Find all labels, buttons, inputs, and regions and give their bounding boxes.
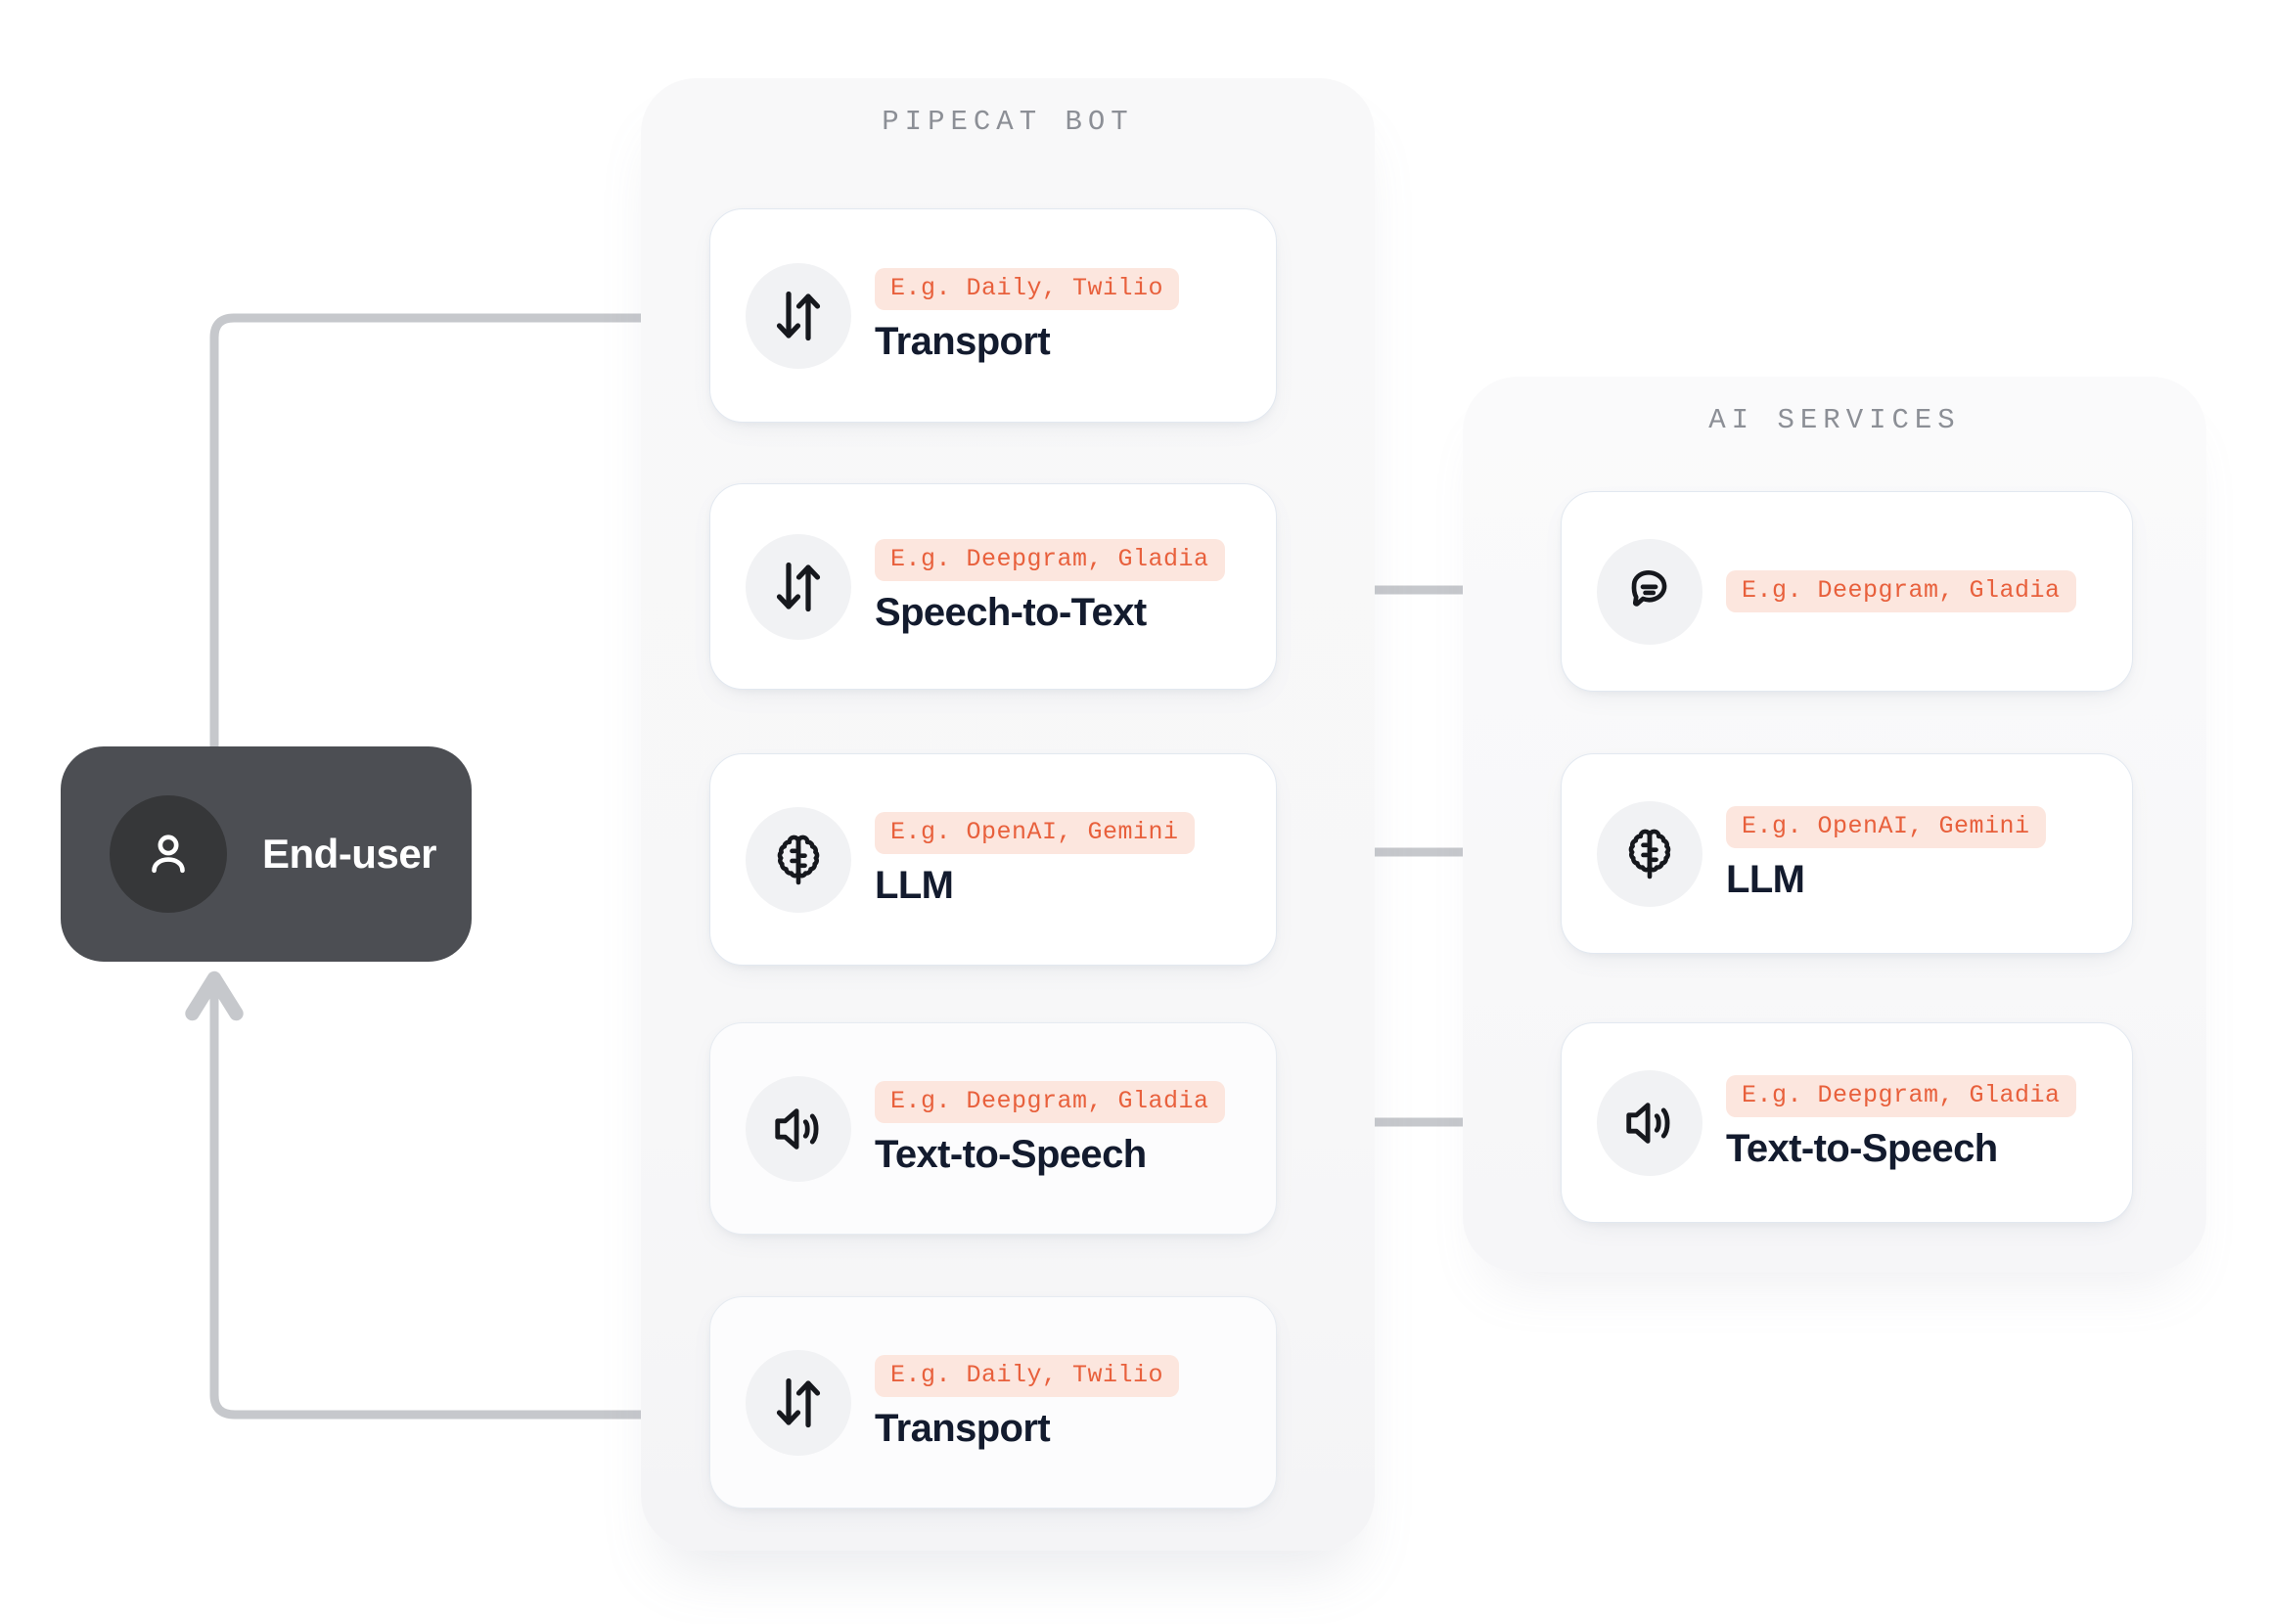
card-speech-to-text[interactable]: E.g. Deepgram, Gladia Speech-to-Text [709,483,1277,690]
card-badge: E.g. Deepgram, Gladia [875,539,1225,581]
card-ai-llm[interactable]: E.g. OpenAI, Gemini LLM [1561,753,2133,954]
card-transport-in[interactable]: E.g. Daily, Twilio Transport [709,208,1277,423]
speaker-icon [746,1075,851,1182]
card-body: E.g. OpenAI, Gemini LLM [875,812,1195,907]
transfer-arrows-icon [746,1349,851,1456]
card-llm[interactable]: E.g. OpenAI, Gemini LLM [709,753,1277,966]
transfer-arrows-icon [746,533,851,640]
card-badge: E.g. Deepgram, Gladia [1726,1075,2076,1117]
card-body: E.g. Deepgram, Gladia [1726,570,2076,612]
connector-transport-out-to-enduser [185,970,711,1420]
person-icon [110,795,227,913]
card-title: Speech-to-Text [875,590,1147,634]
card-badge: E.g. Daily, Twilio [875,268,1180,310]
brain-icon [1597,800,1702,907]
card-title: Text-to-Speech [1726,1126,1998,1170]
card-title: Transport [875,1406,1051,1450]
card-body: E.g. OpenAI, Gemini LLM [1726,806,2046,901]
card-badge: E.g. OpenAI, Gemini [875,812,1195,854]
card-title: LLM [1726,857,1805,901]
card-transport-out[interactable]: E.g. Daily, Twilio Transport [709,1296,1277,1509]
brain-icon [746,806,851,913]
card-body: E.g. Daily, Twilio Transport [875,1355,1180,1450]
speech-bubble-icon [1597,538,1702,645]
end-user-node[interactable]: End-user [61,746,472,962]
connector-enduser-to-transport-in [209,289,704,758]
card-title: LLM [875,863,954,907]
card-body: E.g. Deepgram, Gladia Speech-to-Text [875,539,1225,634]
card-badge: E.g. Deepgram, Gladia [1726,570,2076,612]
card-body: E.g. Deepgram, Gladia Text-to-Speech [875,1081,1225,1176]
card-title: Text-to-Speech [875,1132,1147,1176]
pipecat-bot-panel-label: PIPECAT BOT [882,106,1134,138]
transfer-arrows-icon [746,262,851,369]
speaker-icon [1597,1069,1702,1176]
end-user-label: End-user [262,831,437,877]
card-ai-text-to-speech[interactable]: E.g. Deepgram, Gladia Text-to-Speech [1561,1022,2133,1223]
card-ai-speech-to-text[interactable]: E.g. Deepgram, Gladia [1561,491,2133,692]
card-title: Transport [875,319,1051,363]
card-text-to-speech[interactable]: E.g. Deepgram, Gladia Text-to-Speech [709,1022,1277,1235]
ai-services-panel-label: AI SERVICES [1708,404,1961,436]
card-badge: E.g. Deepgram, Gladia [875,1081,1225,1123]
card-badge: E.g. Daily, Twilio [875,1355,1180,1397]
card-body: E.g. Deepgram, Gladia Text-to-Speech [1726,1075,2076,1170]
card-badge: E.g. OpenAI, Gemini [1726,806,2046,848]
card-body: E.g. Daily, Twilio Transport [875,268,1180,363]
